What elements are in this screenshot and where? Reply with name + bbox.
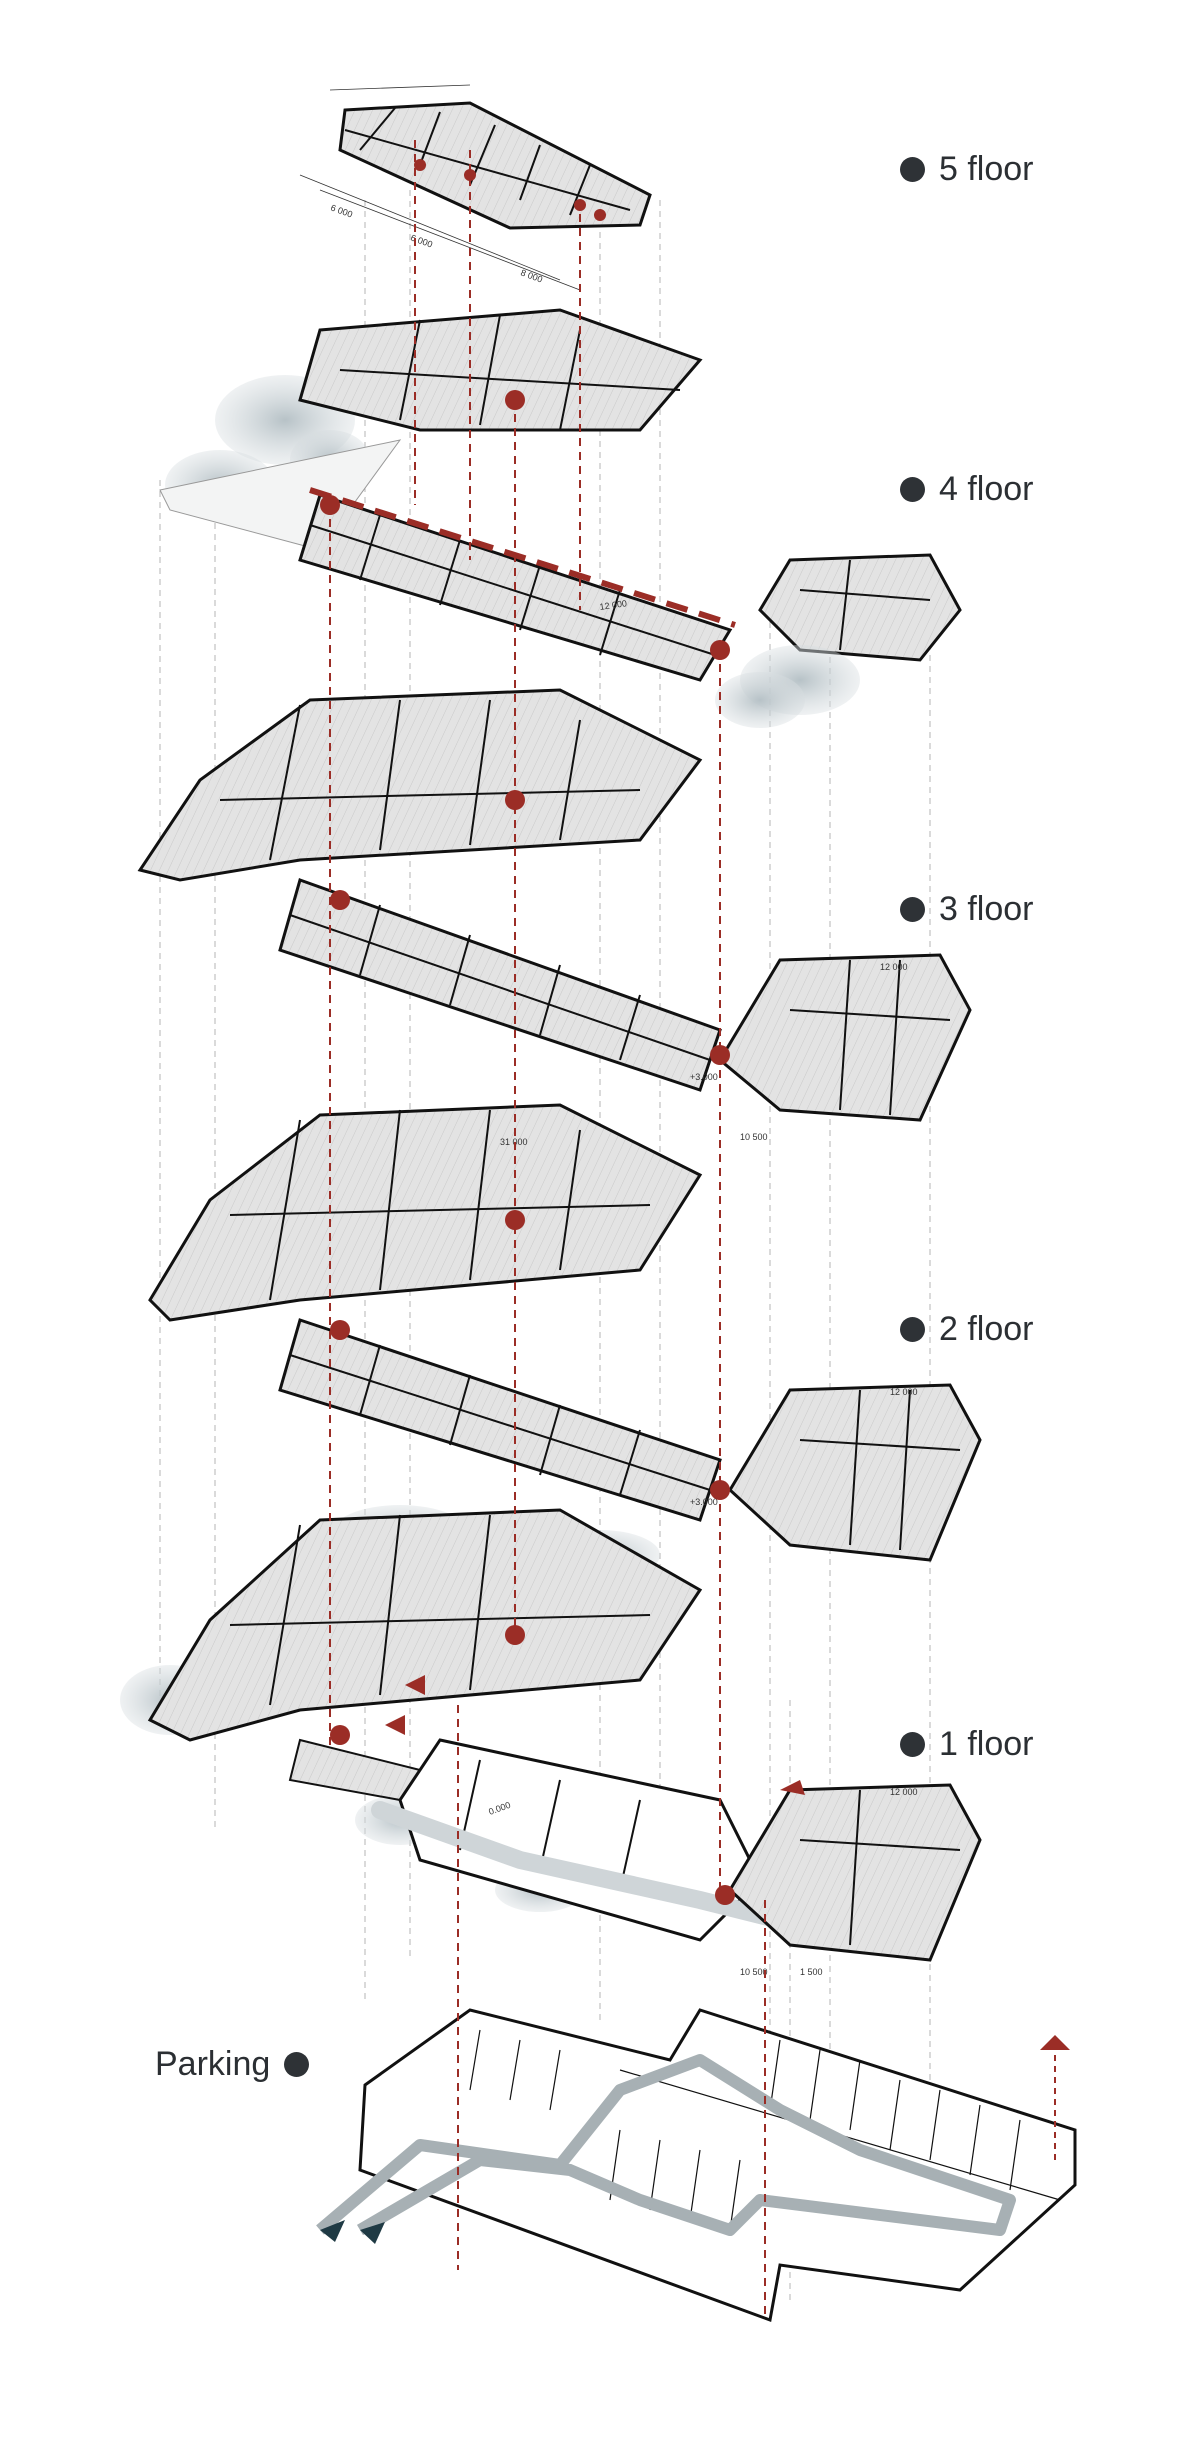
core-marker bbox=[505, 790, 525, 810]
up-arrow-icon bbox=[1040, 2035, 1070, 2050]
svg-text:12 000: 12 000 bbox=[890, 1787, 918, 1797]
bullet-dot-icon bbox=[900, 477, 925, 502]
floor-4-text: 4 floor bbox=[939, 470, 1034, 508]
svg-text:12 000: 12 000 bbox=[880, 962, 908, 972]
floor-3-label: 3 floor bbox=[900, 890, 1034, 929]
bullet-dot-icon bbox=[284, 2052, 310, 2077]
floor-4-label: 4 floor bbox=[900, 470, 1034, 509]
stair-core-markers bbox=[320, 159, 735, 1905]
svg-text:31 000: 31 000 bbox=[500, 1137, 528, 1147]
svg-text:1 500: 1 500 bbox=[800, 1967, 823, 1977]
floor-5-text: 5 floor bbox=[939, 150, 1034, 188]
core-marker bbox=[710, 1480, 730, 1500]
svg-text:12 000: 12 000 bbox=[599, 598, 628, 612]
svg-text:12 000: 12 000 bbox=[890, 1387, 918, 1397]
floor-1-plan: 0.000 12 000 10 500 1 500 bbox=[120, 1505, 982, 1977]
core-marker bbox=[330, 1725, 350, 1745]
parking-plan bbox=[316, 2008, 1077, 2323]
floor-3-plan: +3.000 12 000 10 500 bbox=[137, 688, 972, 1142]
bullet-dot-icon bbox=[900, 157, 925, 182]
parking-drive-path bbox=[316, 2054, 1016, 2236]
svg-text:8 000: 8 000 bbox=[519, 267, 544, 284]
svg-text:6 000: 6 000 bbox=[329, 202, 354, 219]
core-marker bbox=[414, 159, 426, 171]
svg-text:+3.000: +3.000 bbox=[690, 1497, 718, 1507]
floor-5-plan: 6 000 6 000 8 000 bbox=[299, 84, 652, 291]
svg-text:10 500: 10 500 bbox=[740, 1967, 768, 1977]
floor-1-label: 1 floor bbox=[900, 1725, 1034, 1764]
core-marker bbox=[330, 890, 350, 910]
floor-5-label: 5 floor bbox=[900, 150, 1034, 189]
vertical-circulation-lines bbox=[329, 140, 766, 2320]
entrance-arrow-icon bbox=[385, 1675, 805, 1795]
core-marker bbox=[710, 1045, 730, 1065]
floor-2-label: 2 floor bbox=[900, 1310, 1034, 1349]
bullet-dot-icon bbox=[900, 1732, 925, 1757]
core-marker bbox=[594, 209, 606, 221]
core-marker bbox=[320, 495, 340, 515]
parking-label: Parking bbox=[155, 2045, 310, 2084]
core-marker bbox=[574, 199, 586, 211]
core-marker bbox=[715, 1885, 735, 1905]
bullet-dot-icon bbox=[900, 897, 925, 922]
floor-4-plan: 12 000 bbox=[159, 308, 962, 728]
core-marker bbox=[505, 1210, 525, 1230]
core-marker bbox=[330, 1320, 350, 1340]
svg-text:6 000: 6 000 bbox=[409, 232, 434, 249]
floor-2-text: 2 floor bbox=[939, 1310, 1034, 1348]
floor-3-text: 3 floor bbox=[939, 890, 1034, 928]
core-marker bbox=[710, 640, 730, 660]
floor-1-text: 1 floor bbox=[939, 1725, 1034, 1763]
exit-arrow-icon bbox=[320, 2220, 385, 2244]
core-marker bbox=[464, 169, 476, 181]
bullet-dot-icon bbox=[900, 1317, 925, 1342]
svg-text:+3.000: +3.000 bbox=[690, 1072, 718, 1082]
core-marker bbox=[505, 1625, 525, 1645]
svg-text:10 500: 10 500 bbox=[740, 1132, 768, 1142]
core-marker bbox=[505, 390, 525, 410]
floor-2-plan: +3.000 12 000 31 000 bbox=[148, 1103, 982, 1562]
parking-text: Parking bbox=[155, 2045, 271, 2083]
tree-cluster-icon bbox=[715, 645, 860, 728]
